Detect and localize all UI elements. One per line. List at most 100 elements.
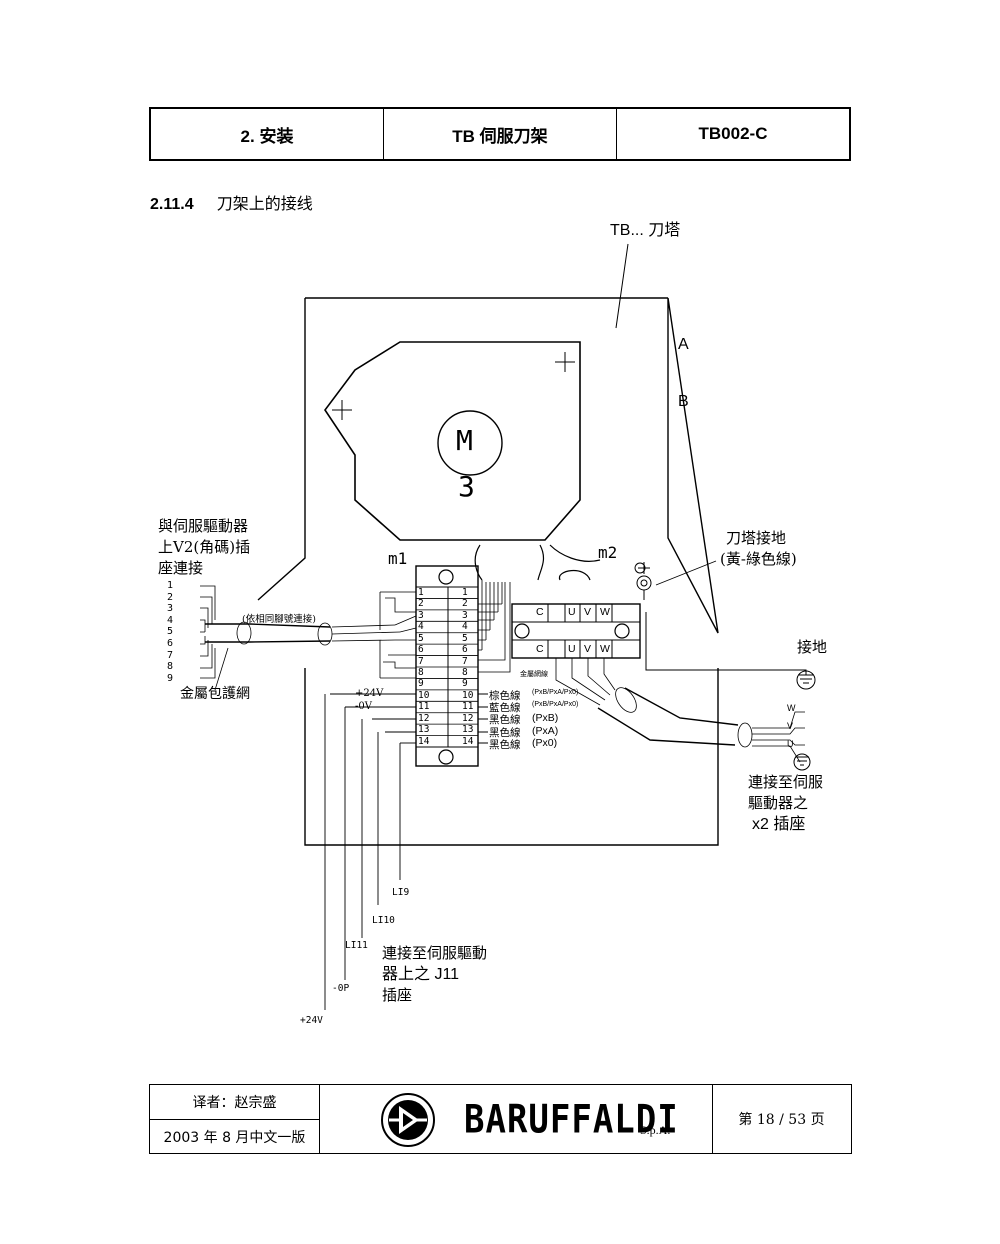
right-cable [597, 687, 739, 746]
m1-row-number-right: 9 [462, 678, 468, 690]
pin-number: 6 [167, 638, 174, 649]
lead-li11: LI11 [345, 940, 368, 951]
x2-label-line2: 驅動器之 [748, 794, 809, 812]
motor-letter: M [456, 424, 473, 457]
pin-number: 4 [167, 614, 174, 626]
header-code: TB002-C [616, 109, 849, 159]
x2-label-line3: x2 插座 [752, 816, 806, 833]
lead-24v: +24V [300, 1015, 323, 1026]
x2-label-line1: 連接至伺服 [748, 773, 824, 791]
lead-li9: LI9 [392, 887, 410, 898]
supply-zero: -0V [355, 701, 372, 712]
pin-number: 7 [167, 649, 174, 661]
left-connector-line2: 上V2(角碼)插 [158, 538, 251, 556]
turret-label: TB... 刀塔 [610, 222, 681, 239]
pin-number: 5 [167, 626, 174, 638]
m1-row-number-left: 10 [418, 689, 430, 701]
m1-row-number-left: 11 [418, 701, 430, 713]
lead-0p: -0P [332, 983, 350, 994]
pin-number: 8 [167, 661, 174, 673]
x2-pin-letter: U [787, 739, 794, 749]
left-cable [205, 623, 331, 643]
motor-phase: 3 [458, 470, 475, 503]
m1-row-number-left: 3 [418, 609, 424, 621]
m1-terminal-block [415, 565, 479, 767]
wire-color-name: 棕色線 [489, 690, 521, 702]
footer-edition: 2003 年 8 月中文一版 [163, 1129, 306, 1146]
wire-color-name: 黑色線 [489, 714, 521, 727]
wire-color-name: 黑色線 [489, 738, 521, 751]
turret-ground-line1: 刀塔接地 [726, 529, 787, 547]
m1-row-number-left: 2 [418, 598, 424, 610]
m1-row-number-left: 5 [418, 632, 424, 644]
footer-page: 第 18 / 53 页 [738, 1112, 825, 1128]
m1-row-number-right: 4 [462, 621, 468, 633]
supply-plus: +24V [355, 688, 384, 699]
left-connector-line3: 座連接 [158, 559, 204, 577]
j11-label-line2: 器上之 J11 [382, 966, 460, 983]
m1-row-number-right: 11 [462, 701, 474, 713]
m2-terminal-top: V [584, 606, 592, 618]
label-a: A [678, 336, 689, 353]
brand-name: BARUFFALDI [464, 1097, 679, 1143]
m2-terminal-bottom: V [584, 643, 592, 655]
m1-row-number-left: 9 [418, 678, 424, 690]
m1-row-number-left: 8 [418, 667, 424, 678]
pin-number: 3 [167, 603, 174, 615]
x2-pin-letter: W [787, 703, 796, 713]
turret-body [257, 297, 719, 846]
x2-pin-letter: V [787, 721, 794, 731]
m1-row-number-right: 1 [462, 587, 468, 598]
section-title: 刀架上的接线 [216, 194, 313, 213]
wire-color-code: (PxB/PxA/Px0) [532, 701, 579, 709]
m2-terminal-bottom: C [536, 643, 544, 655]
header-title: TB 伺服刀架 [383, 109, 616, 159]
m2-terminal-block [511, 603, 641, 659]
m2-terminal-top: C [536, 606, 544, 618]
footer-table: 译者：赵宗盛 2003 年 8 月中文一版 BARUFFALDI S.p.A. … [149, 1084, 852, 1154]
m2-label: m2 [598, 543, 618, 562]
m1-row-number-left: 1 [418, 587, 424, 598]
m1-row-number-right: 3 [462, 609, 468, 621]
j11-label-line1: 連接至伺服驅動 [382, 944, 488, 962]
label-b: B [678, 393, 689, 410]
motor-circle [437, 410, 503, 476]
wire-color-code: (PxA) [532, 724, 559, 737]
m2-terminal-bottom: W [600, 643, 610, 655]
m1-label: m1 [388, 549, 408, 568]
m1-row-number-left: 7 [418, 655, 424, 667]
section-number: 2.11.4 [150, 196, 194, 213]
footer-logo-cell: BARUFFALDI S.p.A. [319, 1085, 713, 1153]
footer-info-cell: 译者：赵宗盛 2003 年 8 月中文一版 [150, 1085, 320, 1153]
m1-row-number-left: 13 [418, 724, 430, 736]
section-heading: 2.11.4 刀架上的接线 [150, 190, 313, 214]
wire-color-code: (PxB) [532, 712, 559, 725]
m2-terminal-top: W [600, 606, 610, 618]
j11-label-line3: 插座 [382, 986, 413, 1004]
m1-row-number-left: 6 [418, 644, 424, 656]
m2-terminal-top: U [568, 606, 576, 618]
pin-number: 1 [167, 580, 174, 591]
wire-color-name: 藍色線 [489, 702, 521, 715]
m1-row-number-right: 13 [462, 724, 474, 736]
pin-number: 9 [167, 672, 174, 684]
same-pin-note: (依相同腳號連接) [242, 614, 316, 625]
wire-color-name: 黑色線 [489, 726, 521, 739]
pin-number: 2 [167, 591, 174, 603]
m1-row-number-right: 5 [462, 632, 468, 644]
header-section: 2. 安装 [240, 126, 294, 146]
turret-leader [615, 243, 629, 329]
m1-row-number-left: 4 [418, 621, 424, 633]
m1-row-number-left: 14 [418, 735, 430, 747]
left-connector-line1: 與伺服驅動器 [158, 517, 249, 535]
metal-braid-label: 金屬包護網 [180, 686, 250, 702]
header-table: 2. 安装 TB 伺服刀架 TB002-C [149, 107, 851, 161]
m1-row-number-right: 2 [462, 598, 468, 610]
ground-label: 接地 [797, 638, 828, 656]
lead-li10: LI10 [372, 915, 395, 926]
turret-ground-line2: (黃-綠色線) [720, 550, 797, 568]
m1-row-number-right: 10 [462, 689, 474, 701]
m1-row-number-right: 8 [462, 667, 468, 678]
wire-color-code: (PxB/PxA/Px0) [532, 689, 579, 696]
